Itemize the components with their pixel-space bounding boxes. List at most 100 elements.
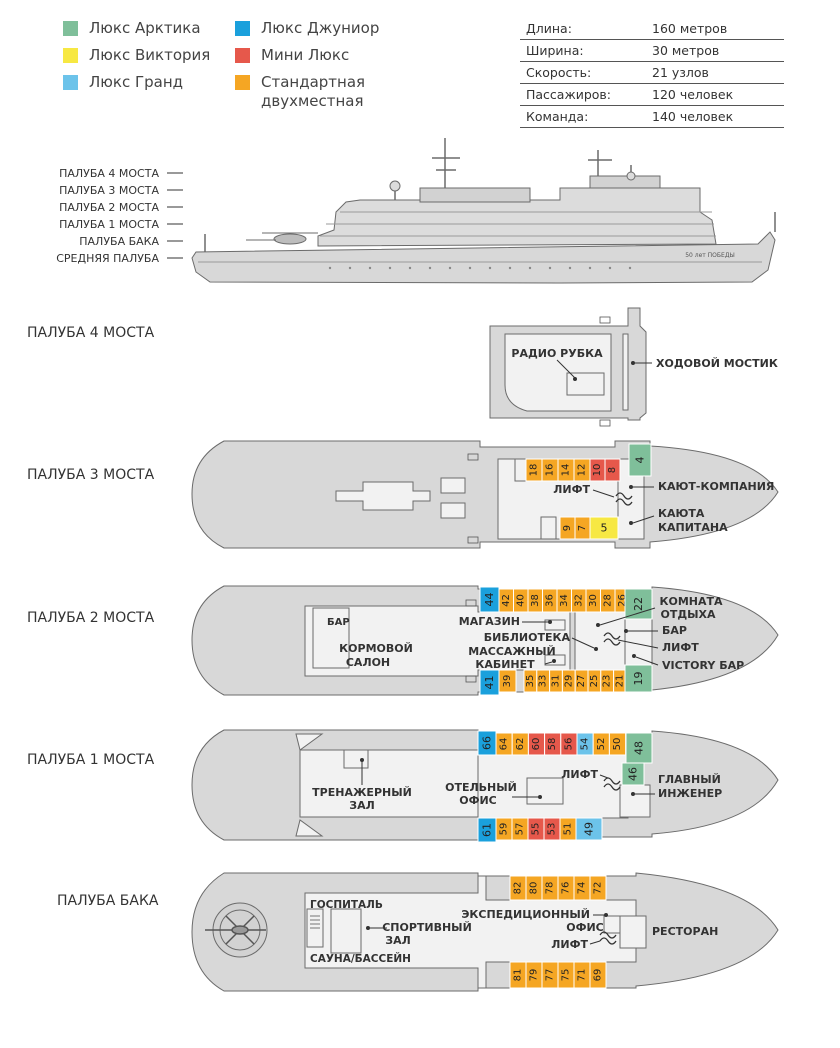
- cabin-19[interactable]: 19: [624, 664, 653, 693]
- cabin-64[interactable]: 64: [495, 732, 513, 756]
- legend-item-standard: Стандартная двухместная: [235, 73, 385, 111]
- cabin-number: 77: [545, 969, 556, 982]
- cabin-number: 29: [563, 675, 574, 688]
- cabin-9[interactable]: 9: [559, 516, 576, 540]
- cabin-27[interactable]: 27: [574, 669, 589, 693]
- cabin-72[interactable]: 72: [589, 875, 607, 901]
- cabin-29[interactable]: 29: [561, 669, 576, 693]
- cabin-number: 48: [633, 741, 646, 755]
- cabin-49[interactable]: 49: [575, 817, 603, 841]
- legend-label: Люкс Виктория: [89, 46, 211, 64]
- cabin-58[interactable]: 58: [544, 732, 562, 756]
- cabin-38[interactable]: 38: [527, 588, 543, 613]
- lift-icon: [603, 632, 621, 646]
- cabin-79[interactable]: 79: [525, 961, 543, 989]
- cabin-number: 53: [547, 823, 558, 836]
- deck-title: ПАЛУБА 2 МОСТА: [27, 610, 155, 626]
- cabin-35[interactable]: 35: [523, 669, 538, 693]
- cabin-31[interactable]: 31: [549, 669, 563, 693]
- cabin-53[interactable]: 53: [543, 817, 561, 841]
- ship-profile: ПАЛУБА 4 МОСТА ПАЛУБА 3 МОСТА ПАЛУБА 2 М…: [56, 138, 776, 284]
- deck-4: ПАЛУБА 4 МОСТА РАДИО РУБКА ХОДОВОЙ МОСТИ…: [27, 307, 778, 427]
- cabin-22[interactable]: 22: [624, 588, 653, 620]
- cabin-48[interactable]: 48: [625, 732, 653, 764]
- cabin-60[interactable]: 60: [527, 732, 546, 756]
- deck-title: ПАЛУБА 4 МОСТА: [27, 325, 155, 341]
- cabin-7[interactable]: 7: [574, 516, 591, 540]
- cabin-57[interactable]: 57: [511, 817, 529, 841]
- cabin-34[interactable]: 34: [556, 588, 572, 613]
- cabin-number: 9: [562, 525, 573, 531]
- cabin-28[interactable]: 28: [600, 588, 616, 613]
- cabin-71[interactable]: 71: [573, 961, 591, 989]
- cabin-78[interactable]: 78: [541, 875, 559, 901]
- spec-label: Команда:: [520, 105, 646, 128]
- legend-swatch: [63, 21, 78, 36]
- label-expedition-office-2: ОФИС: [566, 921, 604, 934]
- cabin-77[interactable]: 77: [541, 961, 559, 989]
- cabin-36[interactable]: 36: [542, 588, 558, 613]
- cabin-32[interactable]: 32: [571, 588, 587, 613]
- label-radio-room: РАДИО РУБКА: [511, 347, 603, 360]
- cabin-14[interactable]: 14: [557, 458, 575, 482]
- cabin-box: [624, 588, 653, 620]
- cabin-46[interactable]: 46: [621, 762, 645, 786]
- cabin-62[interactable]: 62: [511, 732, 529, 756]
- legend-swatch: [235, 75, 250, 90]
- cabin-21[interactable]: 21: [613, 669, 627, 693]
- cabin-number: 69: [593, 969, 604, 982]
- cabin-8[interactable]: 8: [604, 458, 621, 482]
- cabin-10[interactable]: 10: [589, 458, 606, 482]
- cabin-number: 32: [573, 594, 584, 607]
- cabin-30[interactable]: 30: [585, 588, 601, 613]
- cabin-39[interactable]: 39: [498, 669, 517, 693]
- cabin-5[interactable]: 5: [589, 516, 619, 540]
- cabin-number: 46: [627, 767, 640, 781]
- cabin-69[interactable]: 69: [589, 961, 607, 989]
- cabin-76[interactable]: 76: [557, 875, 575, 901]
- cabin-66[interactable]: 66: [477, 730, 497, 756]
- legend-item-junior: Люкс Джуниор: [235, 19, 379, 38]
- cabin-54[interactable]: 54: [576, 732, 594, 756]
- cabin-52[interactable]: 52: [592, 732, 610, 756]
- cabin-23[interactable]: 23: [600, 669, 615, 693]
- cabin-56[interactable]: 56: [560, 732, 578, 756]
- cabin-25[interactable]: 25: [587, 669, 602, 693]
- cabin-81[interactable]: 81: [509, 961, 527, 989]
- cabin-75[interactable]: 75: [557, 961, 575, 989]
- cabin-box: [575, 817, 603, 841]
- cabin-4[interactable]: 4: [628, 443, 652, 477]
- cabin-59[interactable]: 59: [495, 817, 513, 841]
- cabin-41[interactable]: 41: [479, 669, 500, 696]
- cabin-40[interactable]: 40: [513, 588, 529, 613]
- cabin-44[interactable]: 44: [479, 586, 500, 613]
- helipad-helicopter-icon: [205, 915, 266, 945]
- cabin-80[interactable]: 80: [525, 875, 543, 901]
- cabin-box: [628, 443, 652, 477]
- cabin-number: 23: [602, 675, 613, 688]
- cabin-33[interactable]: 33: [536, 669, 551, 693]
- cabin-12[interactable]: 12: [573, 458, 591, 482]
- cabin-number: 75: [561, 969, 572, 982]
- cabin-18[interactable]: 18: [525, 458, 543, 482]
- cabin-74[interactable]: 74: [573, 875, 591, 901]
- cabin-16[interactable]: 16: [541, 458, 559, 482]
- cabin-number: 72: [593, 882, 604, 895]
- spec-row: Длина:160 метров: [520, 18, 784, 40]
- cabin-42[interactable]: 42: [498, 588, 514, 613]
- cabin-55[interactable]: 55: [527, 817, 545, 841]
- legend-label: Люкс Гранд: [89, 73, 184, 91]
- cabin-82[interactable]: 82: [509, 875, 527, 901]
- cabin-61[interactable]: 61: [477, 817, 497, 843]
- cabin-number: 35: [525, 675, 536, 688]
- cabin-number: 74: [577, 882, 588, 895]
- cabin-number: 36: [544, 594, 555, 607]
- label-chief-engineer-2: ИНЖЕНЕР: [658, 787, 722, 800]
- cabin-number: 64: [499, 738, 510, 751]
- cabin-51[interactable]: 51: [559, 817, 577, 841]
- cabin-number: 16: [545, 464, 556, 477]
- cabin-50[interactable]: 50: [608, 732, 627, 756]
